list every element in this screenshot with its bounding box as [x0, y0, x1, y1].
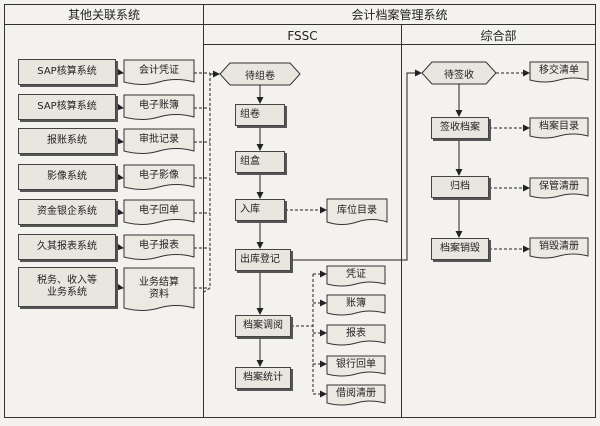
start-label: 待签收 — [444, 69, 474, 81]
doc-label: 银行回单 — [336, 359, 376, 370]
doc-label: 保管清册 — [539, 181, 579, 192]
dept-lane-title: 综合部 — [480, 29, 517, 43]
subheader-divider — [203, 24, 596, 45]
doc-label: 电子回单 — [139, 205, 179, 216]
step-checkout-register: 出库登记 — [235, 249, 291, 271]
doc-electronic-report: 电子报表 — [123, 234, 195, 262]
doc-label: 业务结算 资料 — [139, 276, 179, 300]
doc-label: 借阅清册 — [336, 388, 376, 399]
source-system-sap-ledger: SAP核算系统 — [18, 94, 116, 120]
header-divider — [4, 4, 596, 25]
left-lane-title: 其他关联系统 — [67, 8, 140, 22]
doc-handover-list: 移交清单 — [529, 61, 589, 84]
doc-electronic-image: 电子影像 — [123, 164, 195, 192]
connector-system-to-doc — [115, 173, 124, 181]
source-system-reporting: 久其报表系统 — [18, 234, 116, 260]
doc-destruction-register: 销毁清册 — [529, 237, 589, 260]
doc-label: 报表 — [346, 328, 366, 339]
doc-accounting-voucher: 会计凭证 — [123, 59, 195, 87]
arrow-checkout-to-dept — [291, 69, 422, 261]
doc-location-catalog: 库位目录 — [326, 198, 388, 227]
connector-system-to-doc — [115, 243, 124, 251]
connector-system-to-doc — [115, 103, 124, 111]
doc-label: 电子影像 — [139, 170, 179, 181]
connector-system-to-doc — [115, 68, 124, 76]
doc-label: 凭证 — [346, 269, 366, 280]
doc-ledger: 账簿 — [326, 294, 386, 317]
connector-bus — [203, 73, 211, 293]
step-archive-statistics: 档案统计 — [235, 367, 291, 389]
step-warehousing: 入库 — [235, 199, 285, 221]
start-label: 待组卷 — [245, 70, 275, 82]
doc-label: 档案目录 — [539, 121, 579, 132]
fssc-lane-title: FSSC — [287, 29, 318, 43]
connector-system-to-doc — [115, 283, 124, 291]
doc-custody-register: 保管清册 — [529, 177, 589, 200]
source-system-business: 税务、收入等 业务系统 — [18, 267, 116, 307]
doc-label: 审批记录 — [139, 134, 179, 145]
source-system-sap-voucher: SAP核算系统 — [18, 59, 116, 85]
doc-archive-catalog: 档案目录 — [529, 117, 589, 140]
doc-approval-record: 审批记录 — [123, 128, 195, 156]
doc-label: 库位目录 — [337, 204, 377, 216]
connector-system-to-doc — [115, 137, 124, 145]
step-boxing: 组盒 — [235, 151, 285, 173]
system-title: 会计档案管理系统 — [351, 8, 448, 22]
doc-label: 移交清单 — [539, 65, 579, 76]
doc-label: 会计凭证 — [139, 65, 179, 76]
step-binding: 组卷 — [235, 104, 285, 126]
start-pending-binding: 待组卷 — [219, 62, 301, 86]
start-pending-signoff: 待签收 — [421, 61, 497, 85]
connector-system-to-doc — [115, 208, 124, 216]
doc-label: 账簿 — [346, 298, 366, 309]
step-archive-borrowing: 档案调阅 — [235, 315, 291, 337]
step-destruction: 档案销毁 — [431, 238, 489, 260]
doc-label: 销毁清册 — [539, 241, 579, 252]
source-system-bank: 资金银企系统 — [18, 199, 116, 225]
source-system-imaging: 影像系统 — [18, 164, 116, 190]
source-system-expense: 报账系统 — [18, 128, 116, 154]
step-sign-archive: 签收档案 — [431, 117, 489, 139]
doc-electronic-receipt: 电子回单 — [123, 199, 195, 227]
doc-business-settlement: 业务结算 资料 — [123, 267, 195, 314]
doc-electronic-ledger: 电子账簿 — [123, 94, 195, 122]
doc-borrow-register: 借阅清册 — [326, 384, 386, 407]
doc-voucher: 凭证 — [326, 265, 386, 288]
doc-report: 报表 — [326, 324, 386, 347]
step-filing: 归档 — [431, 176, 489, 198]
doc-label: 电子报表 — [139, 240, 179, 251]
doc-label: 电子账簿 — [139, 100, 179, 111]
doc-bank-receipt: 银行回单 — [326, 355, 386, 378]
